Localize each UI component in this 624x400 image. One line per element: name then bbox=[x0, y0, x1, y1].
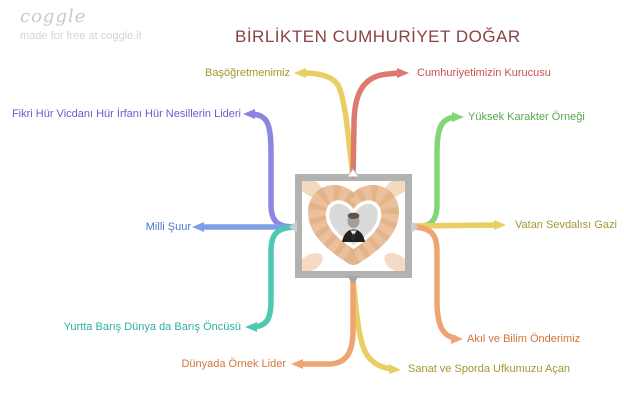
coggle-logo[interactable]: coggle bbox=[20, 6, 87, 27]
branch-arrow-basogretmenimiz bbox=[294, 68, 306, 78]
branch-arrow-vatan-sevdalisi-gazi bbox=[494, 220, 506, 230]
branch-arrow-yurtta-baris-oncusu bbox=[245, 322, 257, 332]
branch-label-cumhuriyetimizin-kurucusu[interactable]: Cumhuriyetimizin Kurucusu bbox=[417, 67, 551, 79]
hands-heart-illustration bbox=[302, 181, 405, 271]
ataturk-portrait bbox=[342, 212, 365, 242]
branch-curve-basogretmenimiz[interactable] bbox=[300, 70, 356, 179]
branch-curve-vatan-sevdalisi-gazi[interactable] bbox=[411, 222, 500, 229]
branch-label-sanat-ve-sporda[interactable]: Sanat ve Sporda Ufkumuzu Açan bbox=[408, 363, 571, 375]
branch-curve-cumhuriyetimizin-kurucusu[interactable] bbox=[350, 70, 401, 179]
branch-label-dunyada-ornek-lider[interactable]: Dünyada Örnek Lider bbox=[181, 358, 286, 370]
branch-label-vatan-sevdalisi-gazi[interactable]: Vatan Sevdalısı Gazi bbox=[515, 219, 617, 231]
branch-curve-yuksek-karakter-ornegi[interactable] bbox=[411, 114, 459, 230]
branch-curve-sanat-ve-sporda[interactable] bbox=[350, 275, 395, 372]
coggle-tagline: made for free at coggle.it bbox=[20, 30, 142, 42]
branch-arrow-cumhuriyetimizin-kurucusu bbox=[397, 68, 409, 78]
branch-label-fikri-hur-nesillerin-lideri[interactable]: Fikri Hür Vicdanı Hür İrfanı Hür Nesille… bbox=[11, 108, 241, 120]
branch-label-yuksek-karakter-ornegi[interactable]: Yüksek Karakter Örneği bbox=[468, 111, 585, 123]
branch-curve-akil-ve-bilim-onderimiz[interactable] bbox=[411, 224, 458, 341]
branch-curve-dunyada-ornek-lider[interactable] bbox=[297, 275, 356, 367]
branch-label-yurtta-baris-oncusu[interactable]: Yurtta Barış Dünya da Barış Öncüsü bbox=[63, 321, 241, 333]
branch-arrow-yuksek-karakter-ornegi bbox=[452, 112, 464, 122]
center-node-hands-heart-ataturk-image[interactable] bbox=[295, 174, 412, 278]
branch-label-milli-suur[interactable]: Milli Şuur bbox=[145, 221, 191, 233]
branch-arrow-sanat-ve-sporda bbox=[389, 364, 401, 374]
branch-curve-yurtta-baris-oncusu[interactable] bbox=[250, 224, 297, 330]
node-notch-top bbox=[346, 168, 360, 178]
branch-arrow-dunyada-ornek-lider bbox=[291, 359, 303, 369]
map-title[interactable]: BİRLİKTEN CUMHURİYET DOĞAR bbox=[235, 27, 521, 46]
branch-arrow-fikri-hur-nesillerin-lideri bbox=[243, 109, 255, 119]
branch-arrow-akil-ve-bilim-onderimiz bbox=[451, 334, 463, 344]
node-notch-left bbox=[289, 221, 297, 233]
branch-label-akil-ve-bilim-onderimiz[interactable]: Akıl ve Bilim Önderimiz bbox=[467, 333, 581, 345]
branch-curve-fikri-hur-nesillerin-lideri[interactable] bbox=[249, 111, 297, 230]
node-notch-bottom bbox=[347, 276, 359, 284]
node-notch-right bbox=[411, 221, 419, 233]
branch-arrow-milli-suur bbox=[192, 222, 204, 232]
branch-label-basogretmenimiz[interactable]: Başöğretmenimiz bbox=[205, 67, 290, 79]
